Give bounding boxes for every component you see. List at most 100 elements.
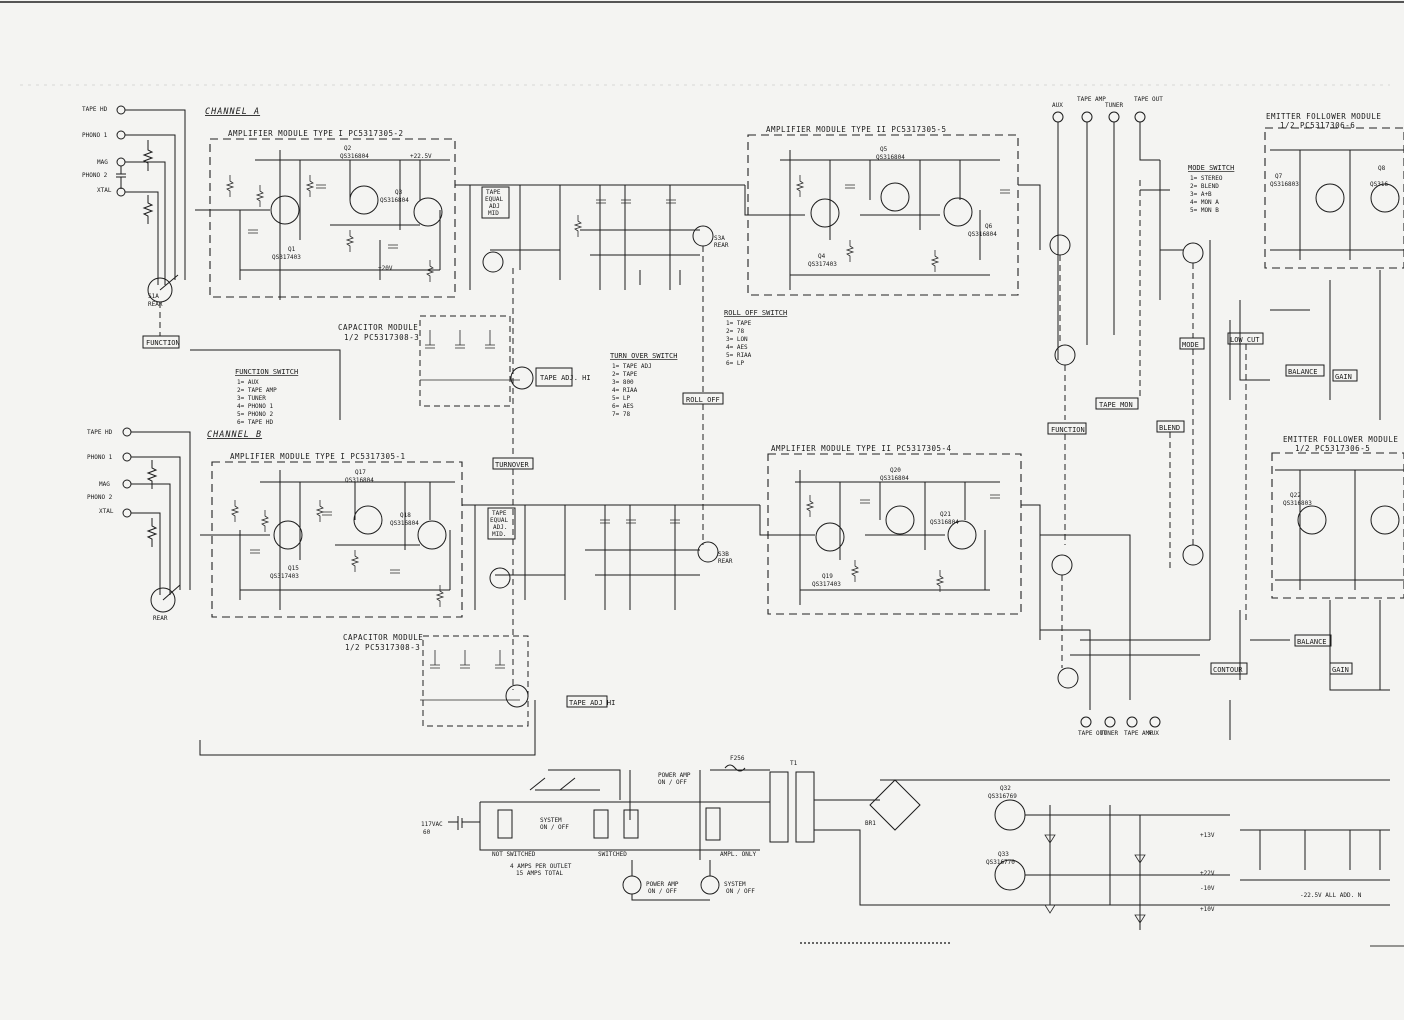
tape-mon-box[interactable]	[1095, 397, 1139, 410]
svg-text:+22.5V: +22.5V	[410, 153, 432, 160]
cap-module-a-box	[419, 315, 511, 407]
svg-text:TURN OVER SWITCH: TURN OVER SWITCH	[610, 352, 677, 360]
tape-equal-a-l0: TAPE	[486, 189, 501, 196]
q8-part: QS316	[1370, 181, 1388, 188]
svg-text:6= TAPE HD: 6= TAPE HD	[237, 419, 274, 426]
svg-text:2= TAPE AMP: 2= TAPE AMP	[237, 387, 277, 394]
svg-text:+20V: +20V	[378, 265, 393, 272]
balance-b-label: BALANCE	[1297, 638, 1327, 646]
amp2-b-output	[1021, 504, 1041, 640]
svg-text:QS316770: QS316770	[986, 859, 1015, 866]
tone-b-wiring	[1229, 600, 1390, 740]
mode-box[interactable]	[1179, 337, 1205, 350]
svg-text:TAPE AMP: TAPE AMP	[1124, 730, 1153, 737]
lamp-system	[700, 875, 720, 895]
contour-box[interactable]	[1210, 662, 1248, 675]
svg-text:QS317403: QS317403	[272, 254, 301, 261]
tape-adj-hi-b-box[interactable]	[566, 695, 608, 708]
cap-module-b-box	[422, 635, 529, 727]
q8-label: Q8	[1378, 165, 1386, 172]
tone-a-wiring	[1229, 270, 1381, 420]
jacks-bottom: TAPE OUT TUNER TAPE AMP AUX	[1078, 716, 1161, 737]
svg-text:4= AES: 4= AES	[726, 344, 748, 351]
tape-adj-hi-a-box[interactable]	[535, 367, 573, 387]
svg-text:Q1: Q1	[288, 246, 296, 253]
ef-module-a-box	[1264, 127, 1404, 269]
jack-a-mag	[116, 157, 126, 167]
svg-text:TUNER: TUNER	[1100, 730, 1118, 737]
svg-text:S1A: S1A	[148, 293, 159, 300]
svg-text:QS317403: QS317403	[812, 581, 841, 588]
amp-module-type2-b-circuit: Q19 QS317403 Q20 QS316804 Q21 QS316804	[759, 467, 1000, 605]
svg-text:FUNCTION SWITCH: FUNCTION SWITCH	[235, 368, 298, 376]
mode-wiring	[1140, 160, 1211, 640]
turnover-switch-legend: TURN OVER SWITCH 1= TAPE ADJ 2= TAPE 3= …	[610, 352, 677, 418]
balance-a-label: BALANCE	[1288, 368, 1318, 376]
svg-text:7= 78: 7= 78	[612, 411, 630, 418]
svg-text:BR1: BR1	[865, 820, 876, 827]
transistor-q2-symbol	[349, 185, 379, 215]
svg-text:60: 60	[423, 829, 431, 836]
balance-a-box[interactable]	[1285, 364, 1325, 377]
outlet-2	[593, 809, 609, 839]
contour-label: CONTOUR	[1213, 666, 1243, 674]
tape-equal-b-l0: TAPE	[492, 510, 507, 517]
svg-text:Q5: Q5	[880, 146, 888, 153]
roll-off-label: ROLL OFF	[686, 396, 720, 404]
q22-part: QS316803	[1283, 500, 1312, 507]
svg-text:QS316804: QS316804	[380, 197, 409, 204]
svg-text:S3A: S3A	[714, 235, 725, 242]
amp-module-type2-b-title: AMPLIFIER MODULE TYPE II PC5317305-4	[771, 444, 952, 453]
input-a-1: PHONO 1	[82, 132, 108, 139]
cap-module-a-circuit	[420, 330, 534, 390]
function-switch-legend: FUNCTION SWITCH 1= AUX 2= TAPE AMP 3= TU…	[235, 368, 298, 426]
svg-text:TAPE OUT: TAPE OUT	[1134, 96, 1163, 103]
svg-text:SWITCHED: SWITCHED	[598, 851, 627, 858]
svg-text:QS316769: QS316769	[988, 793, 1017, 800]
svg-text:F256: F256	[730, 755, 745, 762]
balance-b-box[interactable]	[1294, 634, 1332, 647]
tape-equal-a-l3: MID	[488, 210, 499, 217]
gain-a-box[interactable]	[1332, 369, 1358, 382]
svg-text:POWER AMP: POWER AMP	[646, 881, 679, 888]
svg-text:Q32: Q32	[1000, 785, 1011, 792]
svg-text:Q21: Q21	[940, 511, 951, 518]
svg-text:PHONO 1: PHONO 1	[87, 454, 113, 461]
svg-text:Q20: Q20	[890, 467, 901, 474]
svg-text:5= MON B: 5= MON B	[1190, 207, 1219, 214]
cap-module-b-title2: 1/2 PC5317308-3	[345, 643, 420, 652]
input-a-wires	[125, 109, 186, 285]
tape-adj-hi-a-label: TAPE ADJ. HI	[540, 374, 591, 382]
cap-module-a-title2: 1/2 PC5317308-3	[344, 333, 419, 342]
amp-module-type2-b-box	[767, 453, 1022, 615]
amp-module-type2-a-circuit: Q4 QS317403 Q5 QS316804 Q6 QS316804	[744, 146, 1010, 290]
svg-text:REAR: REAR	[148, 301, 163, 308]
amp-module-type1-b-title: AMPLIFIER MODULE TYPE I PC5317305-1	[230, 452, 406, 461]
svg-text:MODE SWITCH: MODE SWITCH	[1188, 164, 1234, 172]
input-a-2: MAG	[97, 159, 108, 166]
switch-s1b-front	[1051, 554, 1073, 576]
svg-text:XTAL: XTAL	[99, 508, 114, 515]
mode-switch-legend: MODE SWITCH 1= STEREO 2= BLEND 3= A+B 4=…	[1188, 164, 1234, 214]
svg-text:117VAC: 117VAC	[421, 821, 443, 828]
switch-s5b	[1182, 544, 1204, 566]
svg-text:15 AMPS TOTAL: 15 AMPS TOTAL	[516, 870, 563, 877]
switch-s1a: S1A REAR	[147, 274, 179, 308]
rolloff-switch-legend: ROLL OFF SWITCH 1= TAPE 2= 78 3= LON 4= …	[724, 309, 787, 367]
svg-text:+22V: +22V	[1200, 870, 1215, 877]
svg-text:QS316804: QS316804	[880, 475, 909, 482]
svg-text:SYSTEM: SYSTEM	[724, 881, 746, 888]
function-b-box[interactable]	[1047, 422, 1087, 435]
channel-a-label: CHANNEL A	[205, 107, 260, 117]
function-a-box[interactable]	[142, 335, 180, 349]
svg-text:T1: T1	[790, 760, 798, 767]
svg-text:+10V: +10V	[1200, 906, 1215, 913]
svg-text:POWER AMP: POWER AMP	[658, 772, 691, 779]
svg-text:QS317403: QS317403	[270, 573, 299, 580]
tape-equal-b-l2: ADJ.	[493, 524, 507, 531]
function-a-label: FUNCTION	[146, 339, 180, 347]
svg-text:3= LON: 3= LON	[726, 336, 748, 343]
svg-text:5= LP: 5= LP	[612, 395, 630, 402]
